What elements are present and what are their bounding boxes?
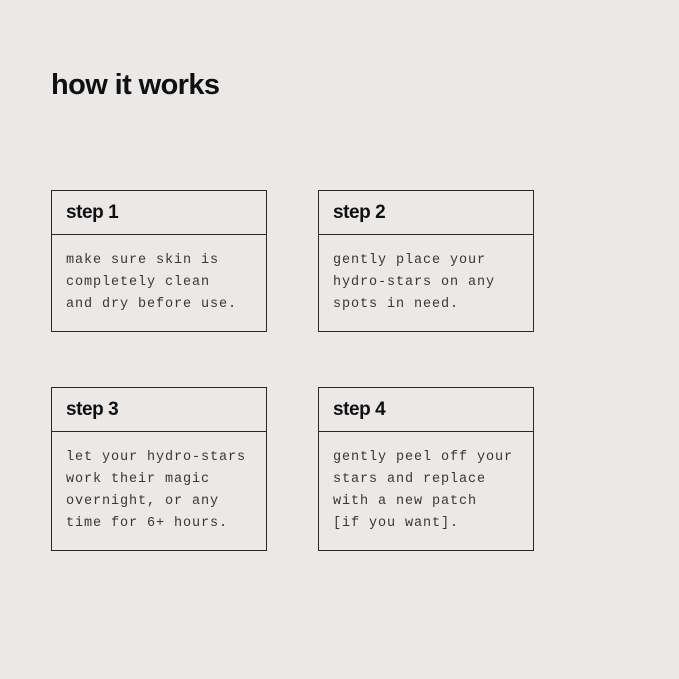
steps-row-top: step 1 make sure skin is completely clea… <box>51 190 535 332</box>
step-card-1-header: step 1 <box>52 191 266 235</box>
step-card-4-header: step 4 <box>319 388 533 432</box>
step-card-3-header: step 3 <box>52 388 266 432</box>
steps-grid: step 1 make sure skin is completely clea… <box>51 190 535 551</box>
step-card-3-line-3: overnight, or any <box>66 493 220 509</box>
step-card-2-title: step 2 <box>333 202 386 223</box>
steps-row-bottom: step 3 let your hydro-stars work their m… <box>51 386 535 551</box>
step-card-3: step 3 let your hydro-stars work their m… <box>51 386 267 551</box>
step-card-4-title: step 4 <box>333 398 386 420</box>
step-card-2-line-1: gently place your <box>333 252 487 268</box>
step-card-4-line-1: gently peel off your <box>333 449 514 465</box>
step-card-4-line-2: stars and replace <box>333 471 487 487</box>
step-card-3-line-1: let your hydro-stars <box>66 449 247 465</box>
step-card-1: step 1 make sure skin is completely clea… <box>51 190 267 332</box>
step-card-3-line-2: work their magic <box>66 471 211 487</box>
step-card-1-title: step 1 <box>66 202 119 223</box>
step-card-2-header: step 2 <box>319 191 533 235</box>
step-card-1-line-1: make sure skin is <box>66 252 220 268</box>
step-card-2-body: gently place your hydro-stars on any spo… <box>319 235 533 331</box>
step-card-1-body: make sure skin is completely clean and d… <box>52 235 266 331</box>
step-card-3-title: step 3 <box>66 398 119 420</box>
step-card-1-line-2: completely clean <box>66 274 211 290</box>
step-card-2-line-3: spots in need. <box>333 296 460 312</box>
step-card-2-line-2: hydro-stars on any <box>333 274 496 290</box>
step-card-4-body: gently peel off your stars and replace w… <box>319 432 533 550</box>
step-card-3-body: let your hydro-stars work their magic ov… <box>52 432 266 550</box>
step-card-4-line-3: with a new patch <box>333 493 478 509</box>
page-title: how it works <box>51 69 220 101</box>
step-card-4: step 4 gently peel off your stars and re… <box>318 386 534 551</box>
step-card-3-line-4: time for 6+ hours. <box>66 515 229 531</box>
step-card-1-line-3: and dry before use. <box>66 296 238 312</box>
step-card-4-line-4: [if you want]. <box>333 515 460 531</box>
step-card-2: step 2 gently place your hydro-stars on … <box>318 190 534 332</box>
